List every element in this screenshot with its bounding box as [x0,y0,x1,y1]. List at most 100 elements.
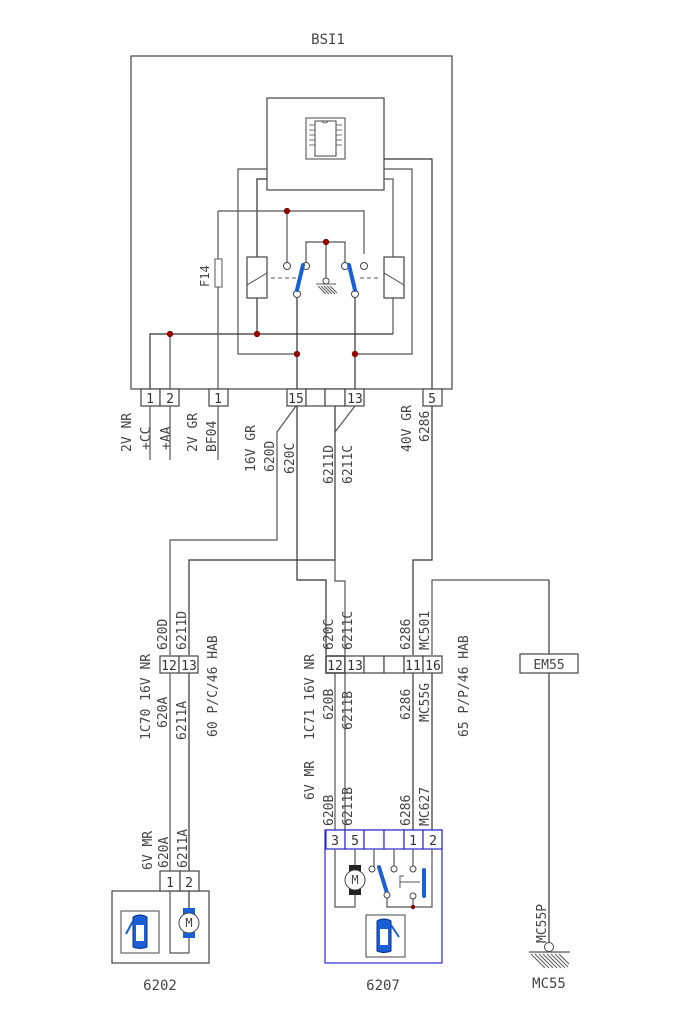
connector-1c71-location: 65 P/P/46 HAB [457,635,472,737]
junction-dot [283,207,291,215]
connector-label: 40V GR [400,405,415,452]
svg-text:12: 12 [327,659,343,674]
wire-label: 6211C [341,445,356,484]
connector-1c70-location: 60 P/C/46 HAB [206,635,221,737]
svg-text:1: 1 [214,392,222,407]
wire-label: +CC [139,427,154,450]
wire-620D[interactable] [169,405,297,655]
connector-1c71[interactable]: 12 13 11 16 [325,655,443,674]
wire-internal [355,168,413,355]
junction-dot [410,904,416,910]
wire-label: 6286 [418,411,433,442]
junction-dot [293,350,301,358]
bsi-connector-16v-gr[interactable]: 15 13 [286,388,365,407]
connector-1c70-label: 1C70 16V NR [139,654,154,740]
wire-internal [149,333,393,389]
splice-em55-label: EM55 [533,658,564,673]
svg-text:13: 13 [181,659,197,674]
wire-label: MC501 [418,611,433,650]
ground-terminal [544,942,554,952]
junction-dot [351,350,359,358]
ground-icon [529,951,570,969]
junction-dot [253,330,261,338]
ground-icon [316,283,338,295]
wire-label: 620D [156,619,171,650]
svg-text:2: 2 [166,392,174,407]
wire-label: 620B [322,689,337,720]
ground-point-label: MC55P [535,904,550,943]
wire-label: 620D [263,441,278,472]
connector-6207-label: 6V MR [303,761,318,800]
wire-label: 620B [322,795,337,826]
svg-text:M: M [351,873,358,887]
svg-text:1: 1 [409,834,417,849]
wire-label: MC627 [418,787,433,826]
wire-label: 6286 [399,619,414,650]
svg-text:13: 13 [347,392,363,407]
relay-coil-left [246,256,268,299]
junction-dot [166,330,174,338]
bsi-title: BSI1 [311,32,345,48]
connector-label: 2V NR [120,413,135,452]
wire-internal [384,178,394,257]
wire-MC501[interactable] [431,579,549,655]
svg-text:15: 15 [288,392,304,407]
bsi-connector-2v-gr[interactable]: 1 [208,388,229,407]
connector-label: 16V GR [244,425,259,472]
connector-6207[interactable]: 3 5 1 2 [325,829,443,850]
wire-internal [237,168,297,355]
wire-label: 620A [156,697,171,728]
wire-internal [384,158,433,389]
connector-1c71-label: 1C71 16V NR [303,654,318,740]
bsi-connector-2v-nr[interactable]: 1 2 [140,388,180,407]
svg-text:M: M [185,916,192,930]
wire-label: 6211D [322,445,337,484]
relay-switch-left [295,263,305,292]
svg-text:1: 1 [146,392,154,407]
wire-label: +AA [159,426,174,450]
wire-label: BF04 [205,421,220,452]
svg-text:2: 2 [429,834,437,849]
connector-1c70[interactable]: 12 13 [159,655,199,674]
wire-6286[interactable] [412,406,433,655]
ground-label: MC55 [532,976,566,992]
connector-6202[interactable]: 1 2 [159,870,200,892]
svg-text:13: 13 [347,659,363,674]
component-6202-label: 6202 [143,978,177,994]
connector-label: 2V GR [186,413,201,452]
wire-label: 620C [283,443,298,474]
wire-label: 6286 [399,795,414,826]
svg-text:5: 5 [351,834,359,849]
wire-label: 6211B [341,691,356,730]
bsi-connector-40v-gr[interactable]: 5 [422,388,443,407]
component-6207-label: 6207 [366,978,400,994]
wire-label: 6211D [175,611,190,650]
car-door-icon [120,910,160,954]
chip-icon [305,117,346,160]
relay-switch-right [347,263,357,292]
fuse-icon [214,258,223,288]
wire-6211C[interactable] [334,405,356,655]
motor-icon: M [344,865,366,895]
car-door-icon [365,914,406,958]
svg-text:12: 12 [161,659,177,674]
svg-text:16: 16 [425,659,441,674]
bsi-controller-box [266,97,385,191]
junction-dot [322,238,330,246]
wire-label: 6286 [399,689,414,720]
connector-6202-label: 6V MR [141,831,156,870]
relay-coil-right [383,256,405,299]
svg-text:1: 1 [166,876,174,891]
wire-internal [218,210,365,254]
wire-620C[interactable] [296,406,327,655]
wire-label: 620A [157,837,172,868]
svg-text:3: 3 [331,834,339,849]
svg-text:5: 5 [428,392,436,407]
wire-label: 6211B [341,787,356,826]
svg-text:11: 11 [405,659,421,674]
wire-label: 620C [322,619,337,650]
fuse-label: F14 [198,265,212,287]
wire-label: 6211C [341,611,356,650]
door-switch-contact [377,865,389,895]
